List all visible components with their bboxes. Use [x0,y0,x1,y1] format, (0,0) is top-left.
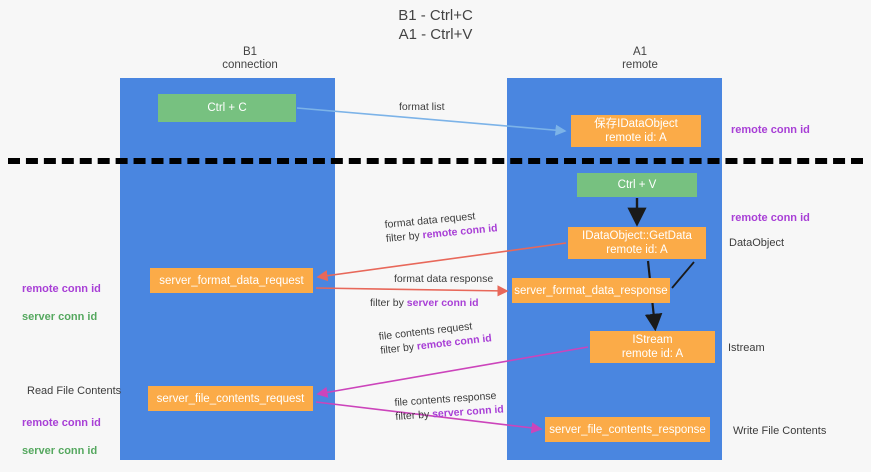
node-server-format-data-request[interactable]: server_format_data_request [150,268,313,293]
column-header-b1: B1 connection [222,46,278,71]
edge-label-format-list: format list [399,101,445,113]
node-idataobject-getdata[interactable]: IDataObject::GetData remote id: A [568,227,706,259]
annotation-read-file-contents: Read File Contents [27,385,122,397]
node-ctrl-c[interactable]: Ctrl + C [158,94,296,122]
annotation-remote-conn-id-top: remote conn id [731,124,810,136]
node-server-file-contents-response[interactable]: server_file_contents_response [545,417,710,442]
edge-label-format-data-response-filter: filter by server conn id [370,296,479,310]
column-header-a1: A1 remote [622,46,658,71]
annotation-left-conn-ids-file: remote conn id server conn id [22,402,101,472]
diagram-title: B1 - Ctrl+C A1 - Ctrl+V [398,7,473,43]
filter-prefix: filter by [379,340,418,357]
filter-prefix: filter by [395,408,433,423]
node-server-file-contents-request[interactable]: server_file_contents_request [148,386,313,411]
annotation-write-file-contents: Write File Contents [733,425,827,437]
annotation-left-remote-conn-id-1: remote conn id [22,283,101,295]
annotation-left-conn-ids-format: remote conn id server conn id [22,268,101,338]
edge-label-format-data-response: format data response [394,273,494,285]
edge-label-format-data-request: format data request filter by remote con… [384,207,498,246]
node-idataobject[interactable]: 保存IDataObject remote id: A [571,115,701,147]
node-server-format-data-response[interactable]: server_format_data_response [512,278,670,303]
annotation-istream: Istream [728,342,765,354]
node-ctrl-v[interactable]: Ctrl + V [577,173,697,197]
edge-label-file-contents-request: file contents request filter by remote c… [378,317,492,358]
node-istream[interactable]: IStream remote id: A [590,331,715,363]
annotation-left-server-conn-id-1: server conn id [22,311,98,323]
annotation-remote-conn-id-mid: remote conn id [731,212,810,224]
annotation-dataobject: DataObject [729,237,785,249]
edge-label-file-contents-response: file contents response filter by server … [394,388,504,424]
filter-prefix: filter by [385,229,424,245]
annotation-left-server-conn-id-2: server conn id [22,445,98,457]
annotation-left-remote-conn-id-2: remote conn id [22,417,101,429]
filter-prefix: filter by [370,297,407,309]
filter-key: server conn id [406,297,479,309]
phase-divider [8,158,863,164]
filter-key: server conn id [431,403,505,421]
